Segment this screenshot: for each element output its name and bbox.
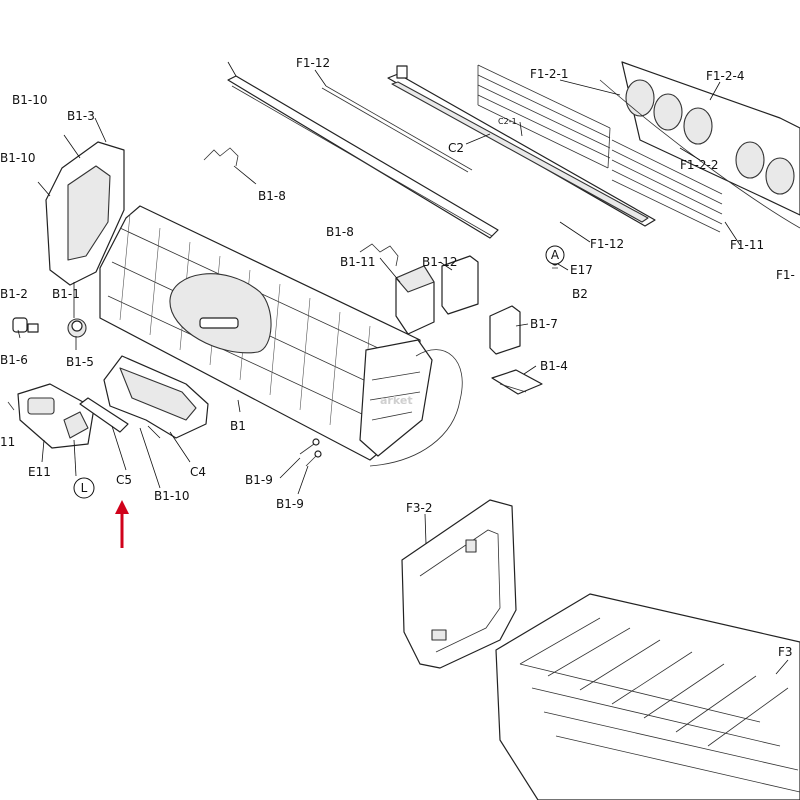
label-b1-9-b: B1-9 (276, 497, 304, 511)
louver-rail-left (227, 61, 499, 239)
electrical-box-e11 (7, 383, 95, 449)
label-b1-2: B1-2 (0, 287, 28, 301)
label-b1-12: B1-12 (422, 255, 457, 269)
label-c4: C4 (190, 465, 206, 479)
callout-circle-l: L (73, 477, 95, 499)
side-bracket-b1-3 (37, 134, 125, 286)
label-b1-5: B1-5 (66, 355, 94, 369)
louvers-f1-11 (611, 139, 723, 233)
bracket-c4 (103, 355, 209, 439)
red-indicator-arrow (115, 500, 129, 548)
label-f1-2-4: F1-2-4 (706, 69, 744, 83)
insulation-strip-c5 (79, 397, 129, 433)
callout-l-label: L (81, 481, 88, 495)
label-f1-2-1: F1-2-1 (530, 67, 568, 81)
callout-circle-a: A (545, 245, 565, 265)
label-b1-3: B1-3 (67, 109, 95, 123)
callout-a-label: A (551, 248, 560, 262)
drain-rail-c2 (387, 65, 656, 227)
label-b1-10-bottom: B1-10 (154, 489, 189, 503)
label-b1-10-top: B1-10 (12, 93, 47, 107)
louver-motor-assembly-f1-2-4 (599, 61, 800, 229)
label-b1-7: B1-7 (530, 317, 558, 331)
small-parts-b1-1-b1-2 (12, 317, 87, 338)
label-b1-9-a: B1-9 (245, 473, 273, 487)
label-f1-cut: F1- (776, 268, 795, 282)
label-e11-cut: 11 (0, 435, 15, 449)
label-c5: C5 (116, 473, 132, 487)
louver-rod (321, 85, 473, 173)
label-c2-1: C2-1 (498, 117, 517, 126)
pad-b1-7 (489, 305, 521, 355)
label-b1-8-a: B1-8 (258, 189, 286, 203)
clip-b1-8-a (203, 147, 257, 185)
label-f3: F3 (778, 645, 793, 659)
label-b2: B2 (572, 287, 588, 301)
horizontal-louvers-f1-2-1 (477, 64, 611, 169)
watermark-text: arket (380, 394, 413, 407)
label-b1-4: B1-4 (540, 359, 568, 373)
label-b1-6: B1-6 (0, 353, 28, 367)
label-f1-11: F1-11 (730, 238, 764, 252)
leader-lines (17, 69, 789, 675)
label-b1-8-b: B1-8 (326, 225, 354, 239)
pad-b1-11 (395, 265, 435, 335)
part-labels: F1-12 F1-2-1 F1-2-4 F1-2-2 F1-11 F1- B1-… (0, 56, 795, 659)
label-b1-1: B1-1 (52, 287, 80, 301)
front-grille-f3 (495, 593, 800, 800)
evaporator-coil-b1 (99, 205, 463, 467)
label-e11: E11 (28, 465, 51, 479)
side-cover-f3-2 (401, 499, 517, 669)
label-f1-12-mid: F1-12 (590, 237, 624, 251)
label-f3-2: F3-2 (406, 501, 433, 515)
screws-b1-9 (299, 438, 322, 467)
label-f1-12-top: F1-12 (296, 56, 330, 70)
label-f1-2-2: F1-2-2 (680, 158, 718, 172)
label-c2: C2 (448, 141, 464, 155)
pad-b1-12 (441, 255, 479, 315)
label-b1-10-left: B1-10 (0, 151, 35, 165)
clip-b1-8-b (359, 243, 399, 267)
pad-b1-4 (491, 369, 543, 395)
label-b1: B1 (230, 419, 246, 433)
label-b1-11: B1-11 (340, 255, 375, 269)
label-e17: E17 (570, 263, 593, 277)
